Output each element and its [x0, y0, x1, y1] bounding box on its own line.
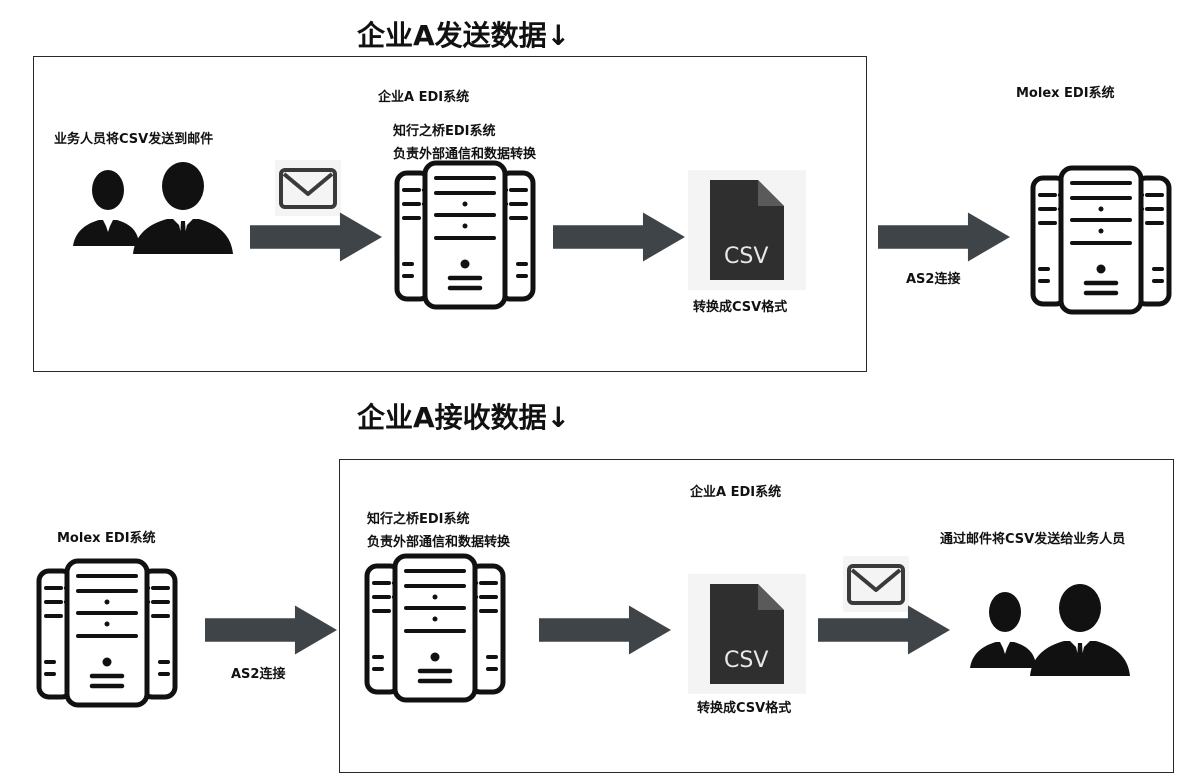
envelope-icon [275, 160, 341, 216]
people-icon [73, 160, 233, 256]
server-icon [390, 160, 540, 310]
csv-file-text: CSV [724, 244, 769, 269]
convert-csv-label-receive: 转换成CSV格式 [697, 701, 792, 716]
zxzq-edi-name: 知行之桥EDI系统 [367, 512, 470, 527]
arrow-right-icon [205, 605, 337, 655]
staff-send-label: 业务人员将CSV发送到邮件 [54, 132, 214, 147]
zxzq-edi-label-send: 知行之桥EDI系统 负责外部通信和数据转换 [393, 120, 536, 166]
zxzq-edi-desc: 负责外部通信和数据转换 [367, 535, 511, 550]
zxzq-edi-label-receive: 知行之桥EDI系统 负责外部通信和数据转换 [367, 508, 510, 554]
people-icon [970, 582, 1130, 678]
enterprise-edi-system-frame-receive [339, 459, 1174, 773]
molex-edi-label-send: Molex EDI系统 [1016, 86, 1115, 101]
zxzq-edi-name: 知行之桥EDI系统 [393, 124, 496, 139]
csv-file-icon: CSV [688, 574, 806, 694]
server-icon [1026, 165, 1176, 315]
server-icon [360, 553, 510, 703]
server-icon [32, 558, 182, 708]
staff-receive-label: 通过邮件将CSV发送给业务人员 [940, 532, 1126, 547]
as2-connection-label-send: AS2连接 [906, 272, 961, 287]
enterprise-edi-system-label-receive: 企业A EDI系统 [690, 485, 782, 500]
envelope-icon [843, 556, 909, 612]
molex-edi-label-receive: Molex EDI系统 [57, 531, 156, 546]
csv-file-icon: CSV [688, 170, 806, 290]
enterprise-edi-system-frame-send [33, 56, 867, 372]
send-section-heading: 企业A发送数据↓ [357, 19, 571, 52]
arrow-right-icon [878, 212, 1010, 262]
as2-connection-label-receive: AS2连接 [231, 667, 286, 682]
convert-csv-label-send: 转换成CSV格式 [693, 300, 788, 315]
zxzq-edi-desc: 负责外部通信和数据转换 [393, 147, 537, 162]
arrow-right-icon [553, 212, 685, 262]
csv-file-text: CSV [724, 648, 769, 673]
arrow-right-icon [539, 605, 671, 655]
enterprise-edi-system-label-send: 企业A EDI系统 [378, 90, 470, 105]
arrow-right-icon [818, 605, 950, 655]
receive-section-heading: 企业A接收数据↓ [357, 401, 571, 434]
arrow-right-icon [250, 212, 382, 262]
